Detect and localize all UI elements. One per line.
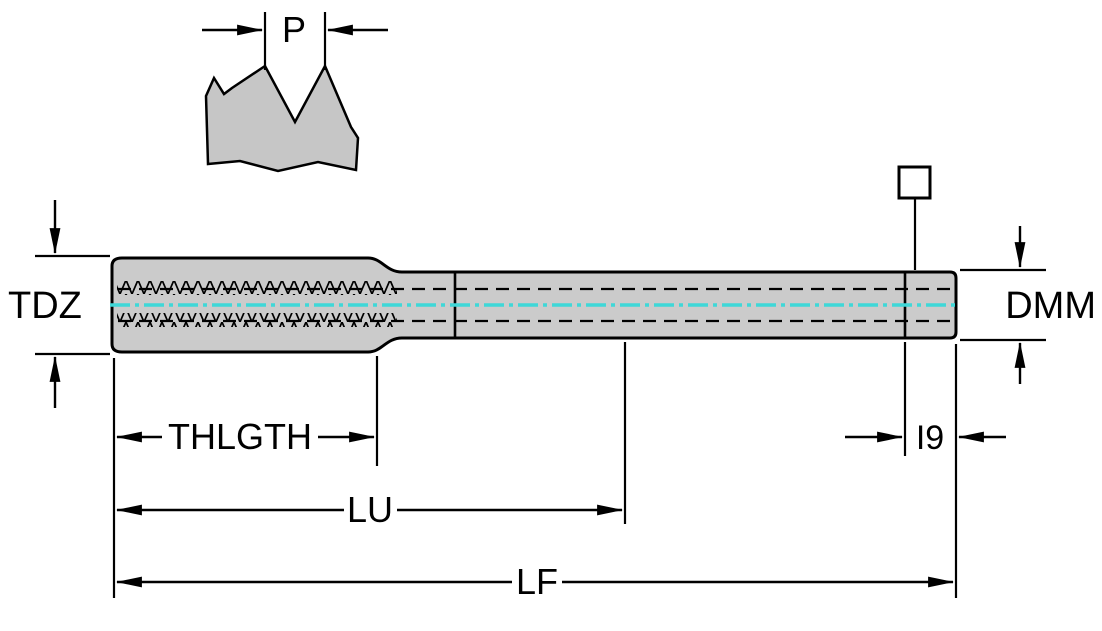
thread-profile-shape [204,63,360,173]
i9-label: I9 [916,419,944,457]
lf-label: LF [516,561,558,602]
thlgth-label: THLGTH [168,416,312,457]
tdz-dimension: TDZ [8,200,110,408]
dmm-label: DMM [1005,285,1096,327]
lf-dimension: LF [115,561,955,602]
tdz-label: TDZ [8,285,82,327]
i9-dimension: I9 [845,419,1006,457]
square-drive-group [897,165,932,270]
dmm-dimension: DMM [960,226,1096,384]
lu-label: LU [347,489,393,530]
lu-dimension: LU [115,489,624,530]
square-drive-symbol-icon [897,165,932,200]
thread-profile-detail: P [202,9,388,173]
tool-body-group [110,256,958,354]
thlgth-dimension: THLGTH [115,416,376,457]
pitch-label: P [282,9,306,50]
